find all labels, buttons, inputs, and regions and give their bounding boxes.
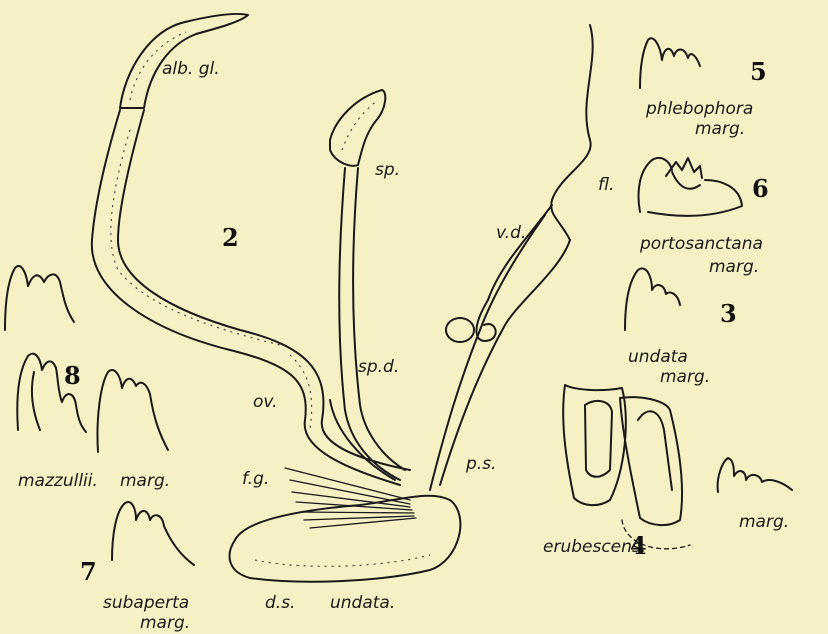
- penis-sheath-coil: [446, 318, 474, 342]
- figure-number-4: 4: [630, 531, 647, 560]
- figure-number-7: 7: [80, 557, 97, 586]
- mazzullii-figure: [5, 266, 168, 452]
- label-subaperta: subaperta: [103, 593, 189, 613]
- figure-number-8: 8: [64, 361, 81, 390]
- figure-number-3: 3: [720, 299, 737, 328]
- figure-number-6: 6: [752, 174, 769, 203]
- spermatheca: [330, 90, 385, 166]
- label-phlebophora-marg: marg.: [695, 119, 745, 139]
- label-penis-sheath: p.s.: [465, 454, 496, 474]
- label-undata-marg: marg.: [660, 367, 710, 387]
- label-erubescens-marg: marg.: [739, 512, 789, 532]
- phlebophora-teeth: [640, 38, 700, 88]
- label-spermathecal-duct: sp.d.: [358, 357, 399, 377]
- label-oviduct: ov.: [253, 392, 277, 412]
- label-undata-species: undata.: [330, 593, 395, 613]
- reproductive-system-figure: [92, 14, 593, 582]
- figure-number-2: 2: [222, 223, 239, 252]
- label-fingered-glands: f.g.: [242, 469, 269, 489]
- portosanctana-teeth: [639, 158, 743, 216]
- figure-number-5: 5: [750, 57, 767, 86]
- label-undata-teeth: undata: [628, 347, 688, 367]
- erubescens-marg-teeth: [718, 458, 792, 492]
- flagellum: [551, 25, 592, 240]
- label-albumen-gland: alb. gl.: [162, 59, 220, 79]
- undata-teeth: [625, 268, 680, 330]
- label-portosanctana-marg: marg.: [709, 257, 759, 277]
- label-dart-sac: d.s.: [265, 593, 295, 613]
- dart-sac: [230, 496, 461, 582]
- label-flagellum: fl.: [598, 175, 614, 195]
- label-mazzullii-marg: marg.: [120, 471, 170, 491]
- label-subaperta-marg: marg.: [140, 613, 190, 633]
- label-vas-deferens: v.d.: [496, 223, 526, 243]
- label-portosanctana: portosanctana: [639, 234, 763, 254]
- label-phlebophora: phlebophora: [645, 99, 753, 119]
- label-mazzullii: mazzullii.: [18, 471, 98, 491]
- subaperta-teeth: [112, 502, 194, 565]
- label-spermatheca: sp.: [375, 160, 400, 180]
